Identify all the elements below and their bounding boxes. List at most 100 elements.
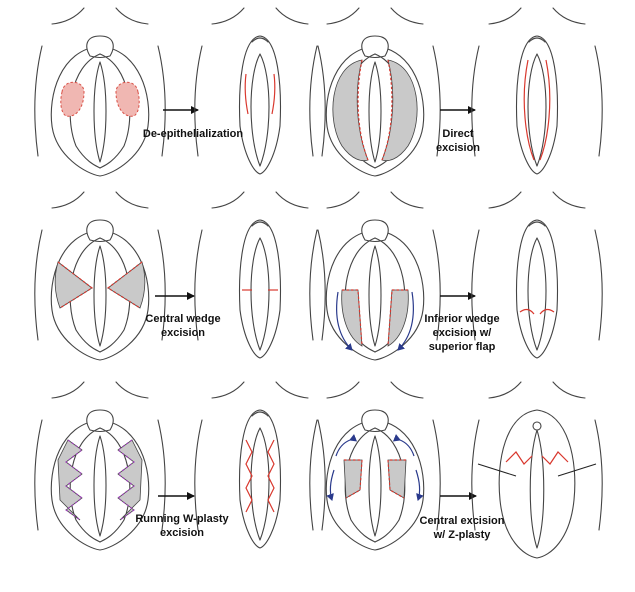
body-contour-line: [275, 7, 309, 25]
introitus-outline: [93, 435, 107, 537]
incision-line: [539, 308, 555, 315]
thigh-contour-line: [309, 45, 318, 157]
reduced-labia-outline: [516, 35, 558, 175]
label-central-excision-z-plasty: Central excision w/ Z-plasty: [412, 514, 512, 542]
direct-excision-before: [309, 7, 441, 177]
incision-line: [519, 308, 535, 315]
incision-line: [267, 439, 275, 513]
incision-line: [387, 459, 406, 499]
introitus-outline: [368, 435, 382, 537]
body-contour-line: [211, 191, 245, 209]
label-de-epithelialization: De-epithelialization: [128, 127, 258, 141]
central-wedge-before: [34, 191, 166, 361]
label-line: excision: [435, 142, 481, 154]
clitoral-hood-outline: [86, 219, 114, 243]
reduced-labia-outline: [239, 35, 281, 175]
excised-area-right: [387, 459, 407, 499]
thigh-contour-line: [157, 419, 166, 531]
marked-area-right: [115, 81, 140, 117]
right-labium-minus-outline: [374, 427, 406, 543]
retractor-line: [557, 463, 597, 477]
introitus-outline: [93, 245, 107, 347]
flap-rotation-arrow: [392, 434, 415, 457]
body-contour-line: [326, 7, 360, 25]
body-contour-line: [275, 381, 309, 399]
incision-line: [245, 439, 253, 513]
label-line: Central wedge: [145, 313, 221, 325]
thigh-contour-line: [309, 419, 318, 531]
clitoral-hood-outline: [251, 221, 269, 227]
clitoral-hood-outline: [361, 219, 389, 243]
clitoral-hood-outline: [86, 409, 114, 433]
incision-line: [381, 59, 393, 161]
body-contour-line: [390, 191, 424, 209]
clitoral-hood-outline: [251, 411, 269, 417]
thigh-contour-line: [194, 229, 203, 341]
thigh-contour-line: [432, 229, 441, 341]
body-contour-line: [51, 191, 85, 209]
wedge-area-right: [107, 261, 146, 309]
incision-line: [244, 73, 249, 115]
clitoral-hood-outline: [361, 35, 389, 59]
reduced-labia-outline: [516, 219, 558, 359]
thigh-contour-line: [34, 229, 43, 341]
flap-rotation-arrow: [415, 469, 424, 501]
incision-line: [106, 261, 143, 309]
label-inferior-wedge-excision: Inferior wedge excision w/ superior flap: [412, 312, 512, 354]
body-contour-line: [51, 381, 85, 399]
central-wedge-after: [194, 191, 326, 359]
incision-line: [539, 59, 551, 161]
w-plasty-incision-line: [65, 439, 83, 521]
w-plasty-incision-line: [117, 439, 135, 521]
label-line: w/ Z-plasty: [433, 529, 491, 541]
introitus-outline: [527, 237, 547, 351]
introitus-outline: [93, 61, 107, 163]
flap-rotation-arrow: [335, 434, 358, 457]
clitoris-outline: [532, 421, 542, 431]
excised-area-left: [57, 439, 83, 521]
body-contour-line: [115, 7, 149, 25]
thigh-contour-line: [432, 419, 441, 531]
thigh-contour-line: [34, 45, 43, 157]
z-plasty-after: [471, 381, 603, 559]
body-contour-line: [552, 7, 586, 25]
body-contour-line: [115, 191, 149, 209]
thigh-contour-line: [309, 229, 318, 341]
inferior-wedge-before: [309, 191, 441, 361]
labia-majora-outline: [498, 409, 576, 559]
labia-majora-outline: [50, 229, 150, 361]
flap-rotation-arrow: [336, 291, 353, 351]
right-labium-minus-outline: [99, 237, 131, 353]
body-contour-line: [275, 191, 309, 209]
label-central-wedge-excision: Central wedge excision: [128, 312, 238, 340]
label-line: superior flap: [428, 341, 496, 353]
introitus-outline: [250, 53, 270, 167]
introitus-outline: [368, 61, 382, 163]
excised-area-left: [332, 59, 369, 162]
body-contour-line: [488, 191, 522, 209]
incision-line: [57, 261, 94, 309]
left-labium-minus-outline: [344, 427, 376, 543]
label-running-w-plasty-excision: Running W-plasty excision: [122, 512, 242, 540]
thigh-contour-line: [471, 229, 480, 341]
z-plasty-incision-line: [541, 451, 569, 465]
thigh-contour-line: [471, 45, 480, 157]
introitus-outline: [527, 53, 547, 167]
right-labium-minus-outline: [99, 53, 131, 169]
excised-area-left: [343, 459, 363, 499]
label-direct-excision: Direct excision: [418, 127, 498, 155]
incision-line: [387, 289, 408, 347]
body-contour-line: [390, 7, 424, 25]
thigh-contour-line: [157, 229, 166, 341]
left-labium-minus-outline: [69, 237, 101, 353]
incision-line: [344, 459, 363, 499]
flap-rotation-arrow: [326, 469, 335, 501]
reduced-labia-outline: [239, 219, 281, 359]
retractor-line: [477, 463, 517, 477]
label-line: Running W-plasty: [135, 513, 229, 525]
introitus-outline: [529, 429, 545, 549]
introitus-outline: [250, 427, 270, 541]
body-contour-line: [115, 381, 149, 399]
